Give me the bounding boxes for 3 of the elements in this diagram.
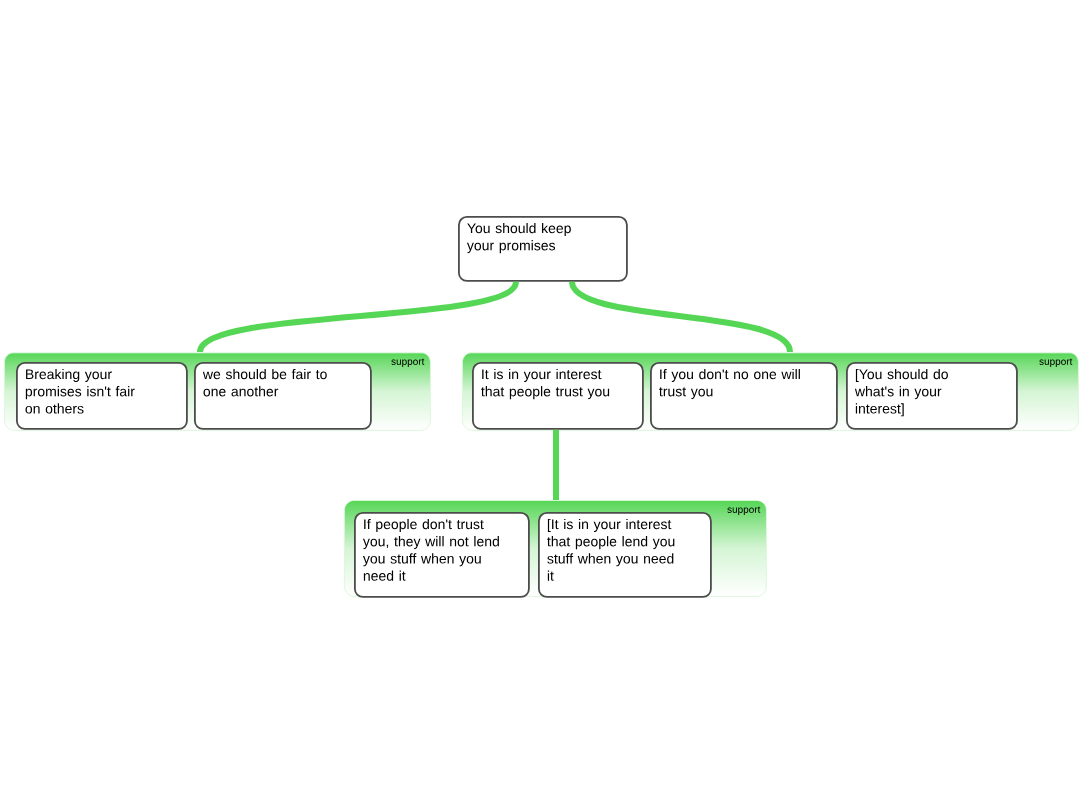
connector [197, 280, 519, 354]
connector [569, 280, 793, 354]
connector [553, 429, 559, 500]
